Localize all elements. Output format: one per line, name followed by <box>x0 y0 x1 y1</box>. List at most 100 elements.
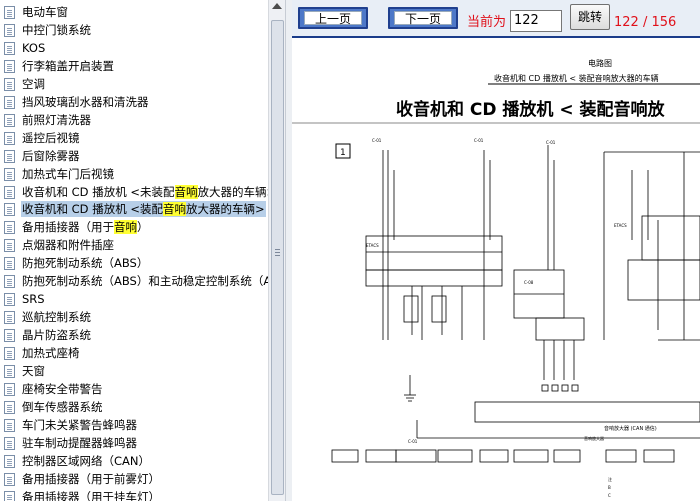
label-text: 收音机和 CD 播放机 <装配 <box>22 202 163 216</box>
tree-item[interactable]: 前照灯清洗器 <box>0 111 268 129</box>
tree-item[interactable]: 晶片防盗系统 <box>0 326 268 344</box>
document-icon <box>4 473 15 486</box>
tree-item[interactable]: SRS <box>0 290 268 308</box>
page-count: 122 / 156 <box>614 15 677 30</box>
svg-text:C: C <box>608 493 611 498</box>
tree-item[interactable]: 挡风玻璃刮水器和清洗器 <box>0 93 268 111</box>
tree-item-label: 加热式座椅 <box>21 345 81 361</box>
document-icon <box>4 437 15 450</box>
tree-item[interactable]: KOS <box>0 39 268 57</box>
tree-item-label: 空调 <box>21 76 46 92</box>
tree-item[interactable]: 防抱死制动系统（ABS）和主动稳定控制系统（A <box>0 272 268 290</box>
label-text: 中控门锁系统 <box>22 23 91 37</box>
tree-item-label: 备用插接器（用于音响） <box>21 219 150 235</box>
tree-item[interactable]: 防抱死制动系统（ABS） <box>0 254 268 272</box>
tree-scrollbar[interactable] <box>268 0 285 501</box>
search-highlight: 音响 <box>163 202 186 216</box>
pane-splitter[interactable] <box>285 0 292 501</box>
label-text: 晶片防盗系统 <box>22 328 91 342</box>
tree-item[interactable]: 后窗除雾器 <box>0 147 268 165</box>
label-text: 备用插接器（用于挂车灯） <box>22 490 160 501</box>
label-text: 防抱死制动系统（ABS）和主动稳定控制系统（A <box>22 274 268 288</box>
tree-item-label: 倒车传感器系统 <box>21 399 104 415</box>
tree-item[interactable]: 备用插接器（用于挂车灯） <box>0 488 268 501</box>
tree-item[interactable]: 中控门锁系统 <box>0 21 268 39</box>
svg-text:ETACS: ETACS <box>614 223 627 228</box>
tree-item[interactable]: 天窗 <box>0 362 268 380</box>
document-icon <box>4 329 15 342</box>
tree-item-label: 后窗除雾器 <box>21 148 81 164</box>
svg-text:C-01: C-01 <box>408 439 418 444</box>
next-page-button[interactable]: 下一页 <box>388 7 458 29</box>
tree-item[interactable]: 控制器区域网络（CAN） <box>0 452 268 470</box>
tree-item-label: 天窗 <box>21 363 46 379</box>
wiring-diagram: 电路图 收音机和 CD 播放机 < 装配音响放大器的车辆 收音机和 CD 播放机… <box>292 58 700 498</box>
tree-item[interactable]: 加热式车门后视镜 <box>0 165 268 183</box>
label-text: 控制器区域网络（CAN） <box>22 454 150 468</box>
prev-page-label: 上一页 <box>304 11 362 26</box>
label-text: 放大器的车辆> <box>197 185 269 199</box>
label-text: 后窗除雾器 <box>22 149 80 163</box>
tree-item[interactable]: 点烟器和附件插座 <box>0 236 268 254</box>
label-text: 点烟器和附件插座 <box>22 238 114 252</box>
label-text: 巡航控制系统 <box>22 310 91 324</box>
goto-button[interactable]: 跳转 <box>570 4 610 30</box>
tree-item-label: 座椅安全带警告 <box>21 381 104 397</box>
tree-item-label: 防抱死制动系统（ABS）和主动稳定控制系统（A <box>21 273 268 289</box>
tree-item[interactable]: 收音机和 CD 播放机 <未装配音响放大器的车辆> <box>0 183 268 201</box>
document-icon <box>4 221 15 234</box>
document-icon <box>4 365 15 378</box>
document-icon <box>4 24 15 37</box>
tree-item-label: 晶片防盗系统 <box>21 327 92 343</box>
label-text: ） <box>137 220 149 234</box>
tree-item[interactable]: 行李箱盖开启装置 <box>0 57 268 75</box>
tree-item[interactable]: 加热式座椅 <box>0 344 268 362</box>
svg-text:ETACS: ETACS <box>366 243 379 248</box>
tree-item[interactable]: 驻车制动提醒器蜂鸣器 <box>0 434 268 452</box>
diagram-bottom-label: 音响放大器 (CAN 通信) <box>604 425 657 432</box>
tree-item-label: 行李箱盖开启装置 <box>21 58 115 74</box>
tree-item[interactable]: 收音机和 CD 播放机 <装配音响放大器的车辆> <box>0 200 268 218</box>
label-text: 防抱死制动系统（ABS） <box>22 256 149 270</box>
search-highlight: 音响 <box>114 220 137 234</box>
diagram-box-number-text: 1 <box>340 148 346 158</box>
document-icon <box>4 293 15 306</box>
tree-item[interactable]: 倒车传感器系统 <box>0 398 268 416</box>
diagram-title: 收音机和 CD 播放机 < 装配音响放 <box>396 99 666 120</box>
label-text: 挡风玻璃刮水器和清洗器 <box>22 95 149 109</box>
tree-item[interactable]: 巡航控制系统 <box>0 308 268 326</box>
label-text: 遥控后视镜 <box>22 131 80 145</box>
label-text: 加热式座椅 <box>22 346 80 360</box>
label-text: 行李箱盖开启装置 <box>22 59 114 73</box>
tree-item[interactable]: 空调 <box>0 75 268 93</box>
tree-item-label: 挡风玻璃刮水器和清洗器 <box>21 94 150 110</box>
document-icon <box>4 132 15 145</box>
label-text: 前照灯清洗器 <box>22 113 91 127</box>
document-icon <box>4 239 15 252</box>
tree-item[interactable]: 备用插接器（用于前雾灯） <box>0 470 268 488</box>
document-icon <box>4 419 15 432</box>
tree-item-label: 中控门锁系统 <box>21 22 92 38</box>
tree-item[interactable]: 电动车窗 <box>0 3 268 21</box>
page-number-input[interactable]: 122 <box>510 10 562 32</box>
tree-item[interactable]: 座椅安全带警告 <box>0 380 268 398</box>
document-icon <box>4 455 15 468</box>
document-icon <box>4 275 15 288</box>
document-tree[interactable]: 电动车窗中控门锁系统 KOS 行李箱盖开启装置空调挡风玻璃刮水器和清洗器前照灯清洗器… <box>0 0 268 501</box>
diagram-header-sub: 收音机和 CD 播放机 < 装配音响放大器的车辆 <box>494 73 659 83</box>
scroll-thumb[interactable] <box>271 20 284 495</box>
document-icon <box>4 168 15 181</box>
svg-text:C-01: C-01 <box>372 138 382 143</box>
scroll-up-arrow-icon[interactable] <box>272 3 282 9</box>
document-icon <box>4 78 15 91</box>
document-icon <box>4 150 15 163</box>
svg-text:C-01: C-01 <box>546 140 556 145</box>
tree-item[interactable]: 车门未关紧警告蜂鸣器 <box>0 416 268 434</box>
tree-item[interactable]: 备用插接器（用于音响） <box>0 218 268 236</box>
diagram-header-small: 电路图 <box>588 58 612 68</box>
prev-page-button[interactable]: 上一页 <box>298 7 368 29</box>
tree-item-label: 点烟器和附件插座 <box>21 237 115 253</box>
page-viewer: 上一页 下一页 当前为 122 跳转 122 / 156 电路图 收音机和 CD… <box>292 0 700 501</box>
tree-item[interactable]: 遥控后视镜 <box>0 129 268 147</box>
document-icon <box>4 257 15 270</box>
